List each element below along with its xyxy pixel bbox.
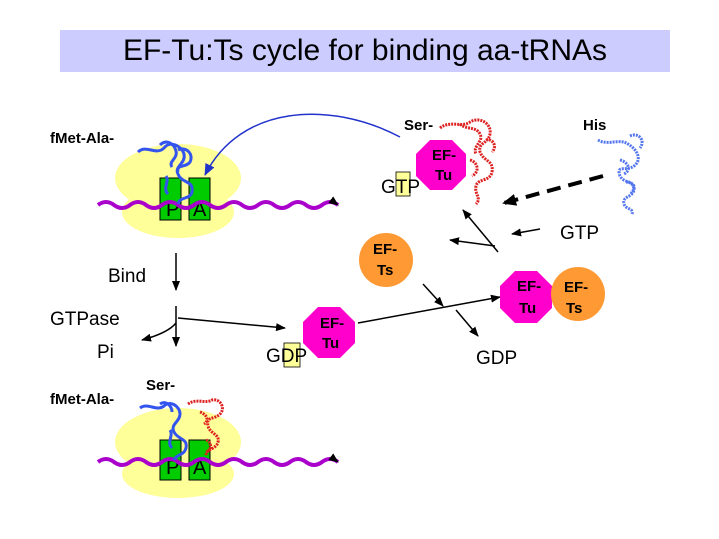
- exchange-arrow: [357, 294, 501, 324]
- ribosome-top: P A fMet-Ala-: [50, 130, 340, 238]
- ef-ts-label-right-1: EF-: [564, 279, 588, 296]
- bind-label: Bind: [108, 266, 146, 287]
- ef-tu-label-right-1: EF-: [517, 278, 541, 295]
- his-label: His: [583, 117, 606, 134]
- gtp-entry-arrow: [511, 228, 541, 237]
- gdp-label-right: GDP: [476, 348, 517, 369]
- fmet-ala-label-top: fMet-Ala-: [50, 130, 114, 147]
- ef-tu-label-center-1: EF-: [320, 315, 344, 332]
- gtp-label-top: GTP: [381, 177, 420, 198]
- fmet-trna-squiggle-bottom: [139, 401, 188, 461]
- ef-tu-label-right-2: Tu: [519, 300, 536, 317]
- slide-title: EF-Tu:Ts cycle for binding aa-tRNAs: [122, 34, 608, 67]
- ef-tu-octagon-top: [416, 140, 466, 190]
- ser-label-bottom: Ser-: [146, 377, 175, 394]
- mrna-strand-bottom: [96, 453, 340, 467]
- gdp-bound-marker: [283, 342, 301, 368]
- ser-trna-squiggle: [439, 118, 496, 206]
- ef-tu-ts-complex: EF- Tu EF- Ts: [500, 267, 605, 323]
- ef-ts-release-arrow: [449, 237, 496, 247]
- gdp-label-center: GDP: [266, 346, 307, 367]
- ef-ts-label-free-2: Ts: [377, 262, 393, 279]
- ser-label-top: Ser-: [404, 117, 433, 134]
- ef-ts-circle-free: [359, 233, 413, 287]
- ef-tu-label-center-2: Tu: [322, 335, 339, 352]
- ser-trna-squiggle-bottom: [187, 398, 224, 457]
- gdp-release-arrow: [455, 309, 479, 337]
- ef-tu-octagon-center: [303, 307, 355, 358]
- his-dashed-arrow: [502, 174, 604, 206]
- ef-ts-free: EF- Ts: [359, 233, 413, 287]
- pi-label: Pi: [97, 342, 114, 363]
- fmet-ala-label-bottom: fMet-Ala-: [50, 391, 114, 408]
- gtp-label-right: GTP: [560, 223, 599, 244]
- ternary-complex-top: Ser- EF- Tu GTP: [381, 117, 496, 206]
- ribosome-bottom: P A fMet-Ala- Ser-: [50, 377, 340, 498]
- ef-tu-label-top-1: EF-: [432, 147, 456, 164]
- mrna-strand: [96, 196, 340, 210]
- title-bar: EF-Tu:Ts cycle for binding aa-tRNAs: [60, 30, 670, 72]
- fmet-trna-squiggle: [136, 140, 194, 205]
- delivery-curve-arrow: [204, 113, 401, 176]
- ef-tu-gdp-complex: GDP EF- Tu: [266, 307, 355, 368]
- ef-ts-label-right-2: Ts: [566, 300, 582, 317]
- ef-tu-octagon-right: [500, 271, 552, 323]
- pi-release-arrow: [141, 322, 177, 342]
- ef-ts-circle-right: [551, 267, 605, 321]
- ef-tu-label-top-2: Tu: [435, 167, 452, 184]
- release-arrow: [177, 317, 286, 332]
- his-trna: His: [583, 117, 644, 215]
- ef-ts-label-free-1: EF-: [373, 241, 397, 258]
- a-site-box: [188, 177, 211, 221]
- ef-ts-join-arrow: [422, 283, 444, 307]
- gtp-bound-marker: [395, 171, 411, 197]
- gtpase-label: GTPase: [50, 309, 120, 330]
